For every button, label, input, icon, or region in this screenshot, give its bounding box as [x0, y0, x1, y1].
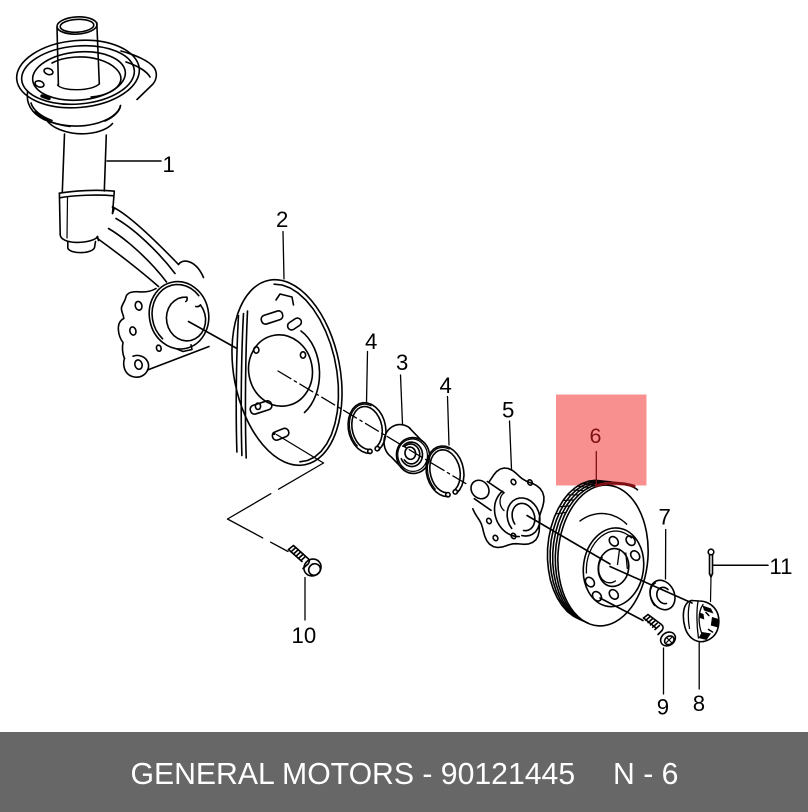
svg-text:7: 7 [659, 505, 671, 530]
svg-text:4: 4 [365, 329, 377, 354]
svg-text:11: 11 [769, 554, 792, 579]
svg-text:4: 4 [440, 373, 452, 398]
svg-text:9: 9 [657, 694, 669, 719]
svg-text:1: 1 [163, 152, 175, 177]
svg-text:2: 2 [276, 207, 288, 232]
svg-text:3: 3 [396, 350, 408, 375]
svg-text:8: 8 [693, 691, 705, 716]
svg-text:10: 10 [292, 623, 317, 648]
svg-text:6: 6 [590, 424, 602, 448]
svg-text:5: 5 [502, 398, 514, 423]
